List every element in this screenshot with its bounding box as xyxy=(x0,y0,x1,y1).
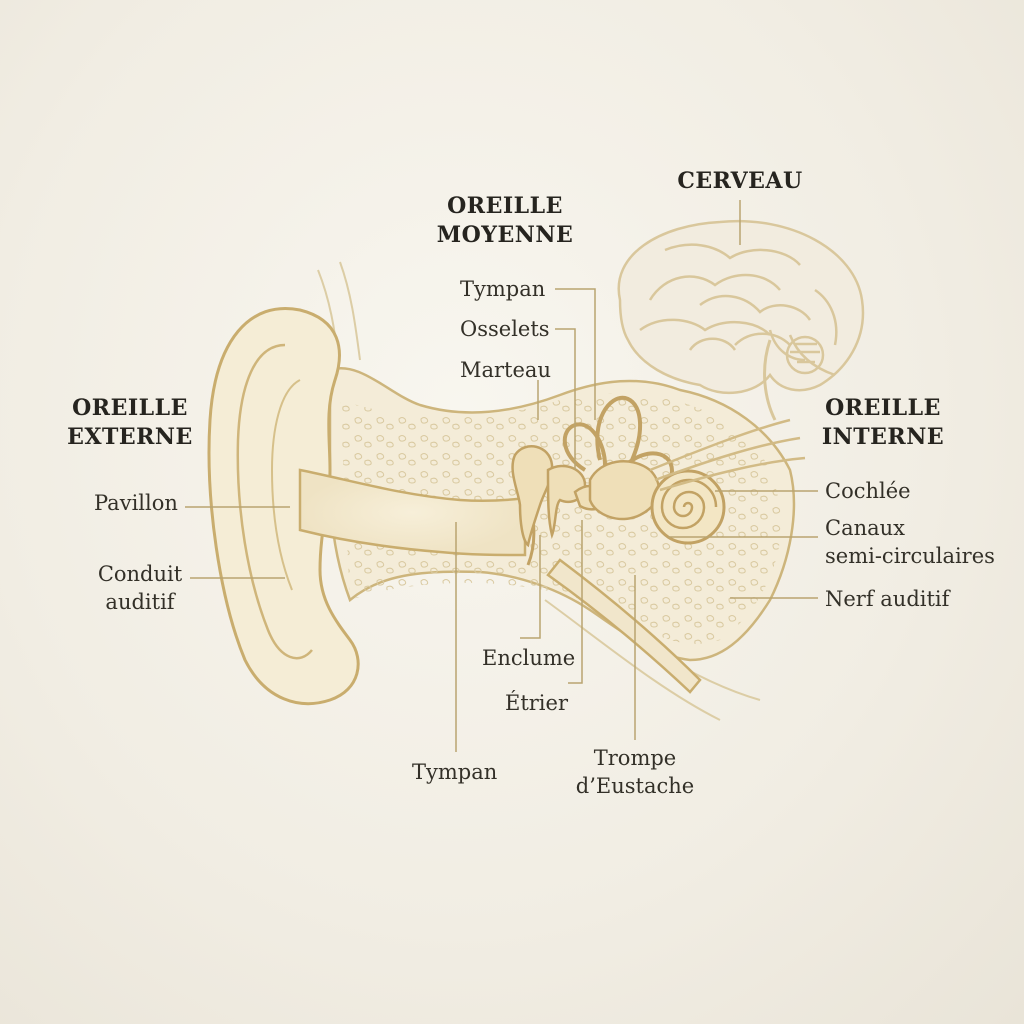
label-etrier: Étrier xyxy=(505,691,568,715)
cochlea xyxy=(650,469,726,545)
region-outer-ear-line2: EXTERNE xyxy=(67,424,193,450)
label-tympan-top: Tympan xyxy=(460,277,546,301)
region-inner-ear: OREILLE INTERNE xyxy=(813,394,953,452)
label-trompe-line2: d’Eustache xyxy=(575,774,695,798)
label-cochlee: Cochlée xyxy=(825,479,911,503)
label-canaux-line1: Canaux xyxy=(825,516,906,540)
label-conduit-auditif: Conduit auditif xyxy=(80,560,200,616)
label-canaux-line2: semi-circulaires xyxy=(825,544,995,568)
label-nerf-auditif: Nerf auditif xyxy=(825,587,950,611)
region-middle-ear-line2: MOYENNE xyxy=(436,222,574,248)
region-brain: CERVEAU xyxy=(677,168,803,194)
ear-canal xyxy=(298,468,527,557)
label-marteau: Marteau xyxy=(460,358,551,382)
region-middle-ear-line1: OREILLE xyxy=(447,193,563,219)
label-trompe-eustache: Trompe d’Eustache xyxy=(570,744,700,800)
label-trompe-line1: Trompe xyxy=(593,746,677,770)
auditory-nerve xyxy=(649,418,806,492)
label-tympan-bottom: Tympan xyxy=(412,760,498,784)
label-enclume: Enclume xyxy=(482,646,576,670)
label-conduit-line1: Conduit xyxy=(97,562,183,586)
region-inner-ear-line1: OREILLE xyxy=(825,395,941,421)
bone-texture xyxy=(340,393,781,644)
label-canaux-semi-circulaires: Canaux semi-circulaires xyxy=(825,514,995,570)
label-conduit-line2: auditif xyxy=(105,590,175,614)
region-outer-ear: OREILLE EXTERNE xyxy=(60,394,200,452)
region-middle-ear: OREILLE MOYENNE xyxy=(400,192,610,250)
region-inner-ear-line2: INTERNE xyxy=(821,424,945,450)
region-outer-ear-line1: OREILLE xyxy=(72,395,188,421)
label-osselets: Osselets xyxy=(460,317,550,341)
leader-lines xyxy=(185,200,818,752)
brain-outline xyxy=(617,219,865,421)
pinna xyxy=(207,307,360,706)
vestibule xyxy=(588,460,660,521)
label-pavillon: Pavillon xyxy=(94,491,178,515)
